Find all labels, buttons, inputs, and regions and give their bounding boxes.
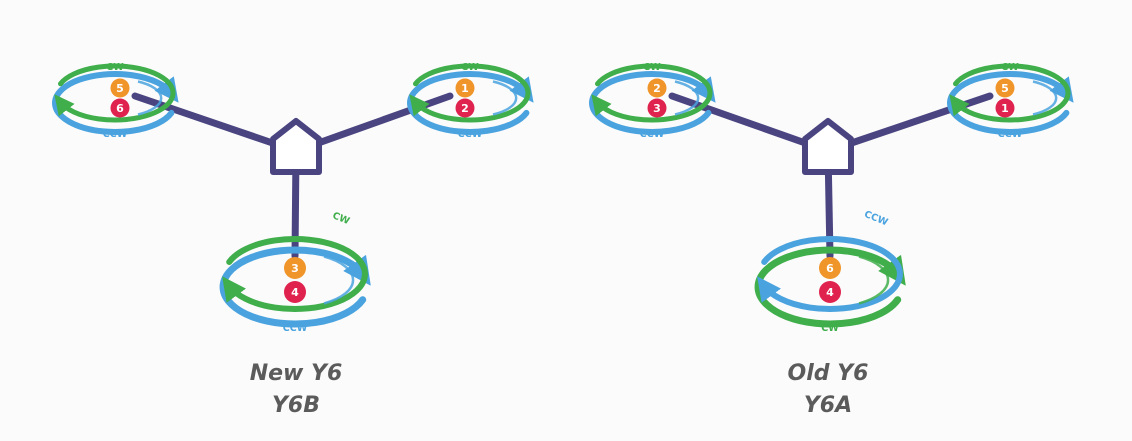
bottom-motor-badge: [647, 98, 667, 118]
bottom-motor-number: 4: [826, 286, 834, 299]
top-direction-label: CW: [1001, 62, 1019, 73]
motor-pod-bottom: CW CCW 3 4: [219, 210, 371, 334]
inner-rotation-arc: [1032, 80, 1058, 116]
bottom-motor-badge: [110, 98, 130, 118]
top-direction-label: CW: [461, 62, 479, 73]
frame-hub: [270, 118, 322, 175]
motor-pod-left: CW CCW 2 3: [589, 62, 716, 140]
bottom-direction-label: CCW: [283, 323, 308, 334]
top-rotation-ring: [54, 63, 176, 123]
frame-arm-left: [131, 92, 300, 155]
inner-rotation-arc: [674, 80, 700, 116]
config-caption-line2: Y6B: [272, 393, 320, 418]
bottom-motor-number: 6: [116, 102, 124, 115]
top-rotation-ring: [591, 63, 713, 123]
frame-hub: [802, 118, 854, 175]
config-caption-line1: Old Y6: [788, 361, 869, 386]
inner-rotation-arc: [323, 255, 355, 305]
top-rotation-ring: [757, 236, 903, 312]
inner-rotation-arc: [492, 80, 518, 116]
top-rotation-ring: [949, 63, 1071, 123]
top-direction-label: CW: [643, 62, 661, 73]
bottom-motor-number: 3: [653, 102, 661, 115]
bottom-motor-badge: [819, 281, 841, 303]
bottom-motor-badge: [284, 281, 306, 303]
bottom-motor-number: 4: [291, 286, 299, 299]
top-direction-label: CW: [331, 210, 352, 227]
bottom-motor-number: 2: [461, 102, 469, 115]
bottom-direction-label: CCW: [640, 129, 665, 140]
top-motor-number: 5: [116, 82, 124, 95]
config-caption-line2: Y6A: [804, 393, 852, 418]
top-motor-badge: [455, 78, 475, 98]
bottom-motor-badge: [995, 98, 1015, 118]
top-motor-number: 2: [653, 82, 661, 95]
top-motor-number: 6: [826, 262, 834, 275]
top-rotation-ring: [222, 236, 368, 312]
top-direction-label: CW: [106, 62, 124, 73]
top-direction-label: CCW: [863, 209, 890, 229]
top-motor-number: 5: [1001, 82, 1009, 95]
bottom-direction-label: CCW: [103, 129, 128, 140]
bottom-motor-number: 1: [1001, 102, 1009, 115]
inner-rotation-arc: [137, 80, 163, 116]
top-motor-badge: [110, 78, 130, 98]
top-motor-badge: [995, 78, 1015, 98]
config-caption-line1: New Y6: [250, 361, 343, 386]
top-motor-number: 3: [291, 262, 299, 275]
top-motor-badge: [284, 257, 306, 279]
bottom-direction-label: CW: [821, 323, 839, 334]
top-motor-badge: [819, 257, 841, 279]
inner-rotation-arc: [858, 255, 890, 305]
top-rotation-ring: [409, 63, 531, 123]
top-motor-badge: [647, 78, 667, 98]
bottom-direction-label: CCW: [458, 129, 483, 140]
motor-pod-right: CW CCW 1 2: [407, 62, 534, 140]
top-motor-number: 1: [461, 82, 469, 95]
motor-pod-right: CW CCW 5 1: [947, 62, 1074, 140]
motor-pod-left: CW CCW 5 6: [52, 62, 179, 140]
bottom-direction-label: CCW: [998, 129, 1023, 140]
bottom-motor-badge: [455, 98, 475, 118]
